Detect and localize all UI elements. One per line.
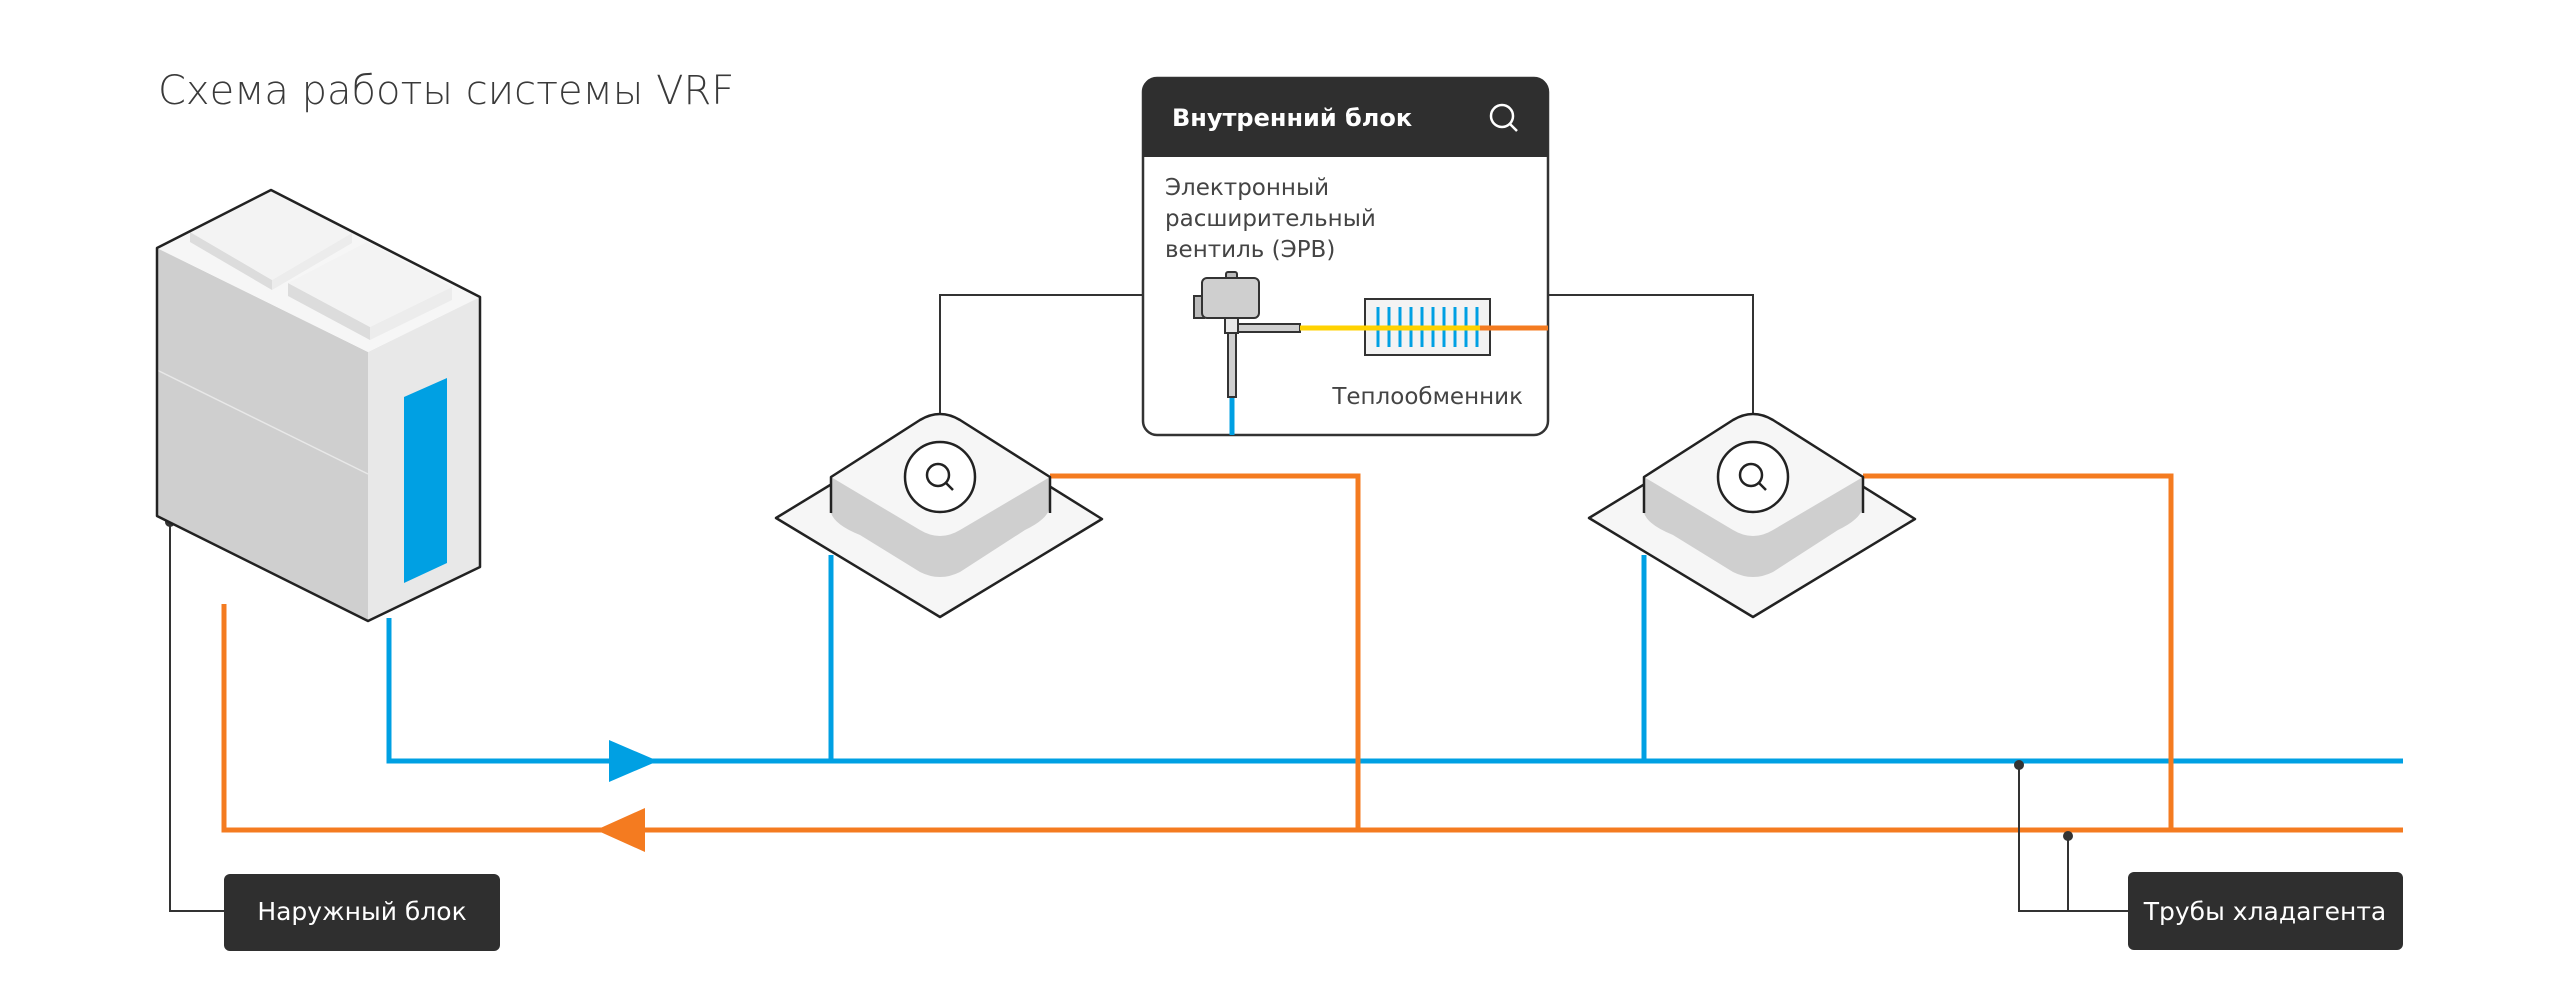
search-icon[interactable] [1489, 103, 1518, 132]
refrigerant-pipes-label-text: Трубы хладагента [2143, 897, 2386, 926]
valve-label-line-2: расширительный [1165, 206, 1376, 232]
exchanger-label: Теплообменник [1331, 384, 1523, 410]
refrigerant-pipes-label[interactable]: Трубы хладагента [2128, 872, 2403, 950]
search-icon[interactable] [925, 462, 954, 491]
search-icon[interactable] [1738, 462, 1767, 491]
indoor-unit-panel: Внутренний блок Электронный расширительн… [1141, 76, 1550, 437]
panel-title: Внутренний блок [1172, 104, 1412, 132]
gas-pipe [221, 473, 2403, 833]
heat-exchanger [1300, 298, 1548, 356]
outdoor-unit-label-text: Наружный блок [257, 897, 466, 926]
flow-arrow-left [596, 808, 645, 852]
valve-label-line-1: Электронный [1165, 175, 1329, 201]
indoor-cassette-2[interactable] [1587, 412, 1917, 619]
valve-label-line-3: вентиль (ЭРВ) [1165, 237, 1335, 263]
outdoor-unit-panel [404, 378, 447, 583]
panel-header [1143, 78, 1548, 157]
liquid-pipe [386, 555, 2403, 764]
connector-dot [2014, 760, 2024, 770]
outdoor-unit-label[interactable]: Наружный блок [224, 874, 500, 951]
leader-lines [169, 294, 2128, 912]
indoor-cassette-1[interactable] [774, 412, 1104, 619]
page-title: Схема работы системы VRF [158, 68, 734, 114]
flow-arrow-right [609, 740, 658, 782]
expansion-valve [1193, 271, 1301, 435]
connector-dot [2063, 831, 2073, 841]
outdoor-unit[interactable] [155, 188, 482, 623]
